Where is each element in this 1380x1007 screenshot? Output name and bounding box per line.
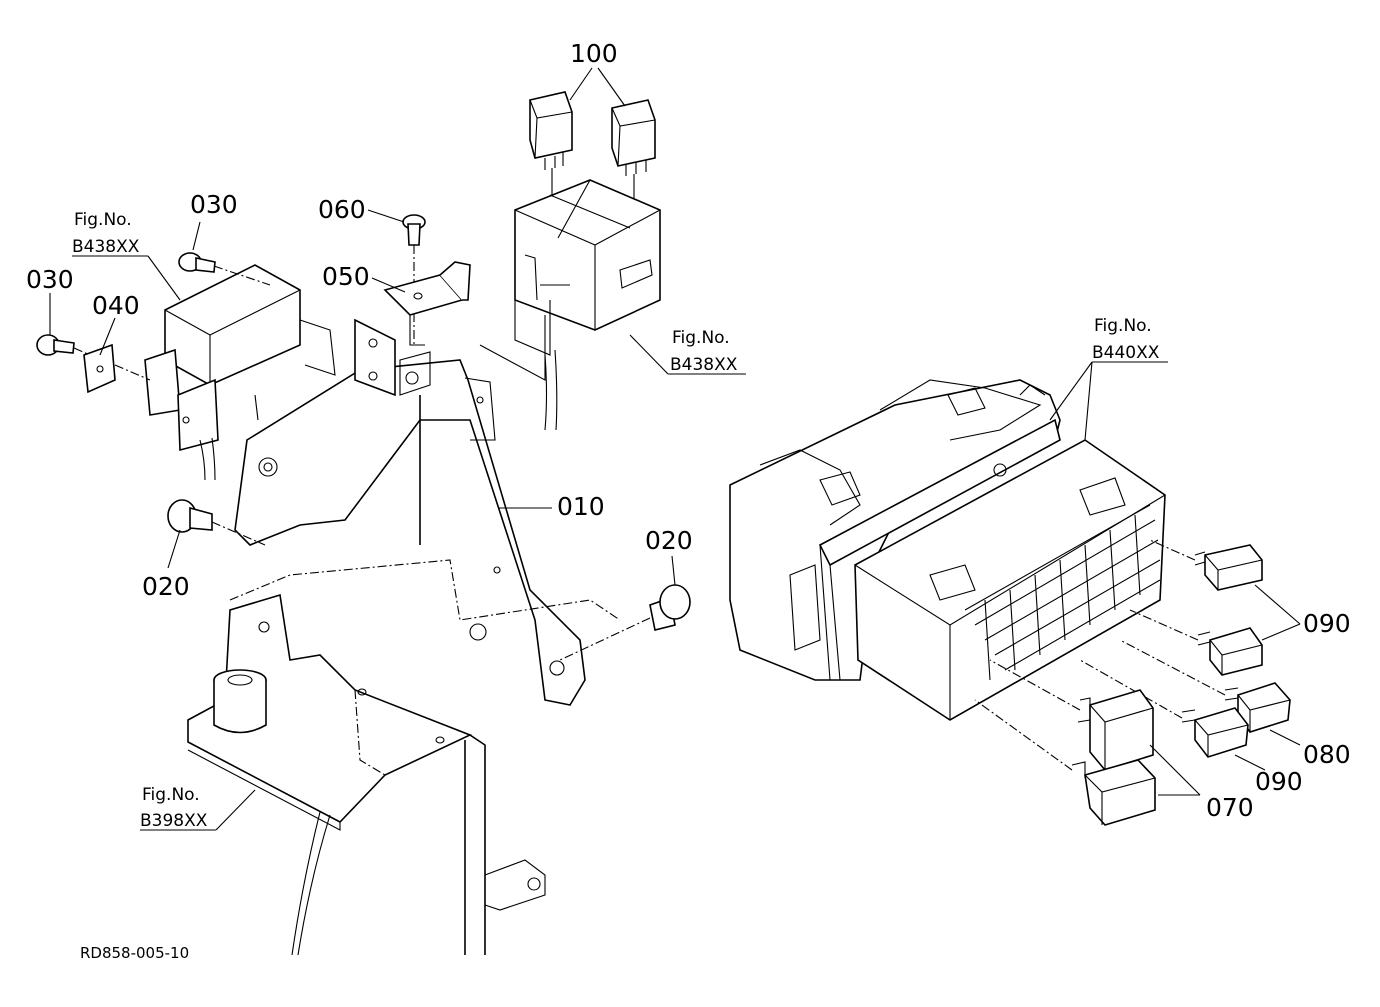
label-090-upper: 090 <box>1303 609 1351 638</box>
label-060: 060 <box>318 195 366 224</box>
label-070: 070 <box>1206 793 1254 822</box>
label-080: 080 <box>1303 740 1351 769</box>
leader-100-left <box>569 67 593 101</box>
screw-030-lower <box>36 334 91 356</box>
fig-ref-b440: B440XX <box>1092 343 1160 363</box>
label-020-left: 020 <box>142 572 190 601</box>
drawing-code: RD858-005-10 <box>80 944 189 962</box>
fuse-box-b440 <box>729 379 1166 721</box>
screw-030-upper <box>178 252 271 286</box>
fig-ref-b438-right: B438XX <box>670 355 738 375</box>
label-030-upper: 030 <box>190 190 238 219</box>
clip-050 <box>383 261 471 346</box>
fig-prefix-right: Fig.No. <box>672 328 730 348</box>
bolt-060 <box>402 214 426 345</box>
nut-assembly <box>399 351 431 396</box>
nut-020-left <box>167 499 266 546</box>
fig-prefix-b440: Fig.No. <box>1094 316 1152 336</box>
fig-ref-b438-left: B438XX <box>72 237 140 257</box>
leader-lines <box>49 209 1301 831</box>
label-050: 050 <box>322 262 370 291</box>
fuse-090-upper <box>1149 539 1263 591</box>
relay-block-left <box>144 264 336 481</box>
frame-b398 <box>187 559 621 956</box>
fig-ref-b398: B398XX <box>140 811 208 831</box>
relay-socket-right <box>479 179 661 431</box>
relay-070-lower <box>974 699 1156 826</box>
label-020-right: 020 <box>645 526 693 555</box>
label-010: 010 <box>557 492 605 521</box>
fig-prefix-left: Fig.No. <box>74 210 132 230</box>
label-030-lower: 030 <box>26 265 74 294</box>
label-090-lower: 090 <box>1255 767 1303 796</box>
fig-prefix-b398: Fig.No. <box>142 785 200 805</box>
label-040: 040 <box>92 291 140 320</box>
leader-100-right <box>597 67 626 107</box>
bracket-010 <box>234 318 586 706</box>
nut-020-right <box>559 584 691 661</box>
fuse-090-lower <box>1079 659 1249 758</box>
label-100: 100 <box>570 39 618 68</box>
relay-070-upper <box>989 659 1154 771</box>
washer-040 <box>83 343 151 394</box>
fuse-090-middle <box>1129 609 1263 676</box>
